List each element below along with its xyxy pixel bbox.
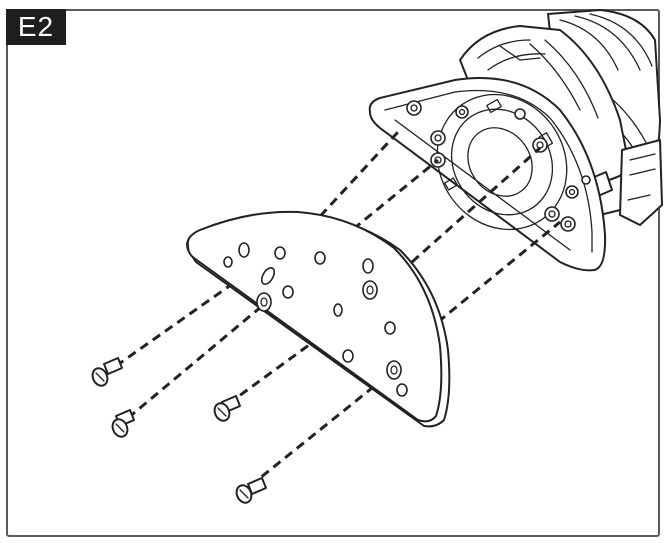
screw-3 [213,395,241,422]
figure-label: E2 [6,9,66,45]
screw-1 [91,357,123,387]
sander-tool-body [368,9,663,272]
screw-4 [235,477,267,504]
screw-2 [111,409,135,438]
sanding-pad [186,210,451,428]
